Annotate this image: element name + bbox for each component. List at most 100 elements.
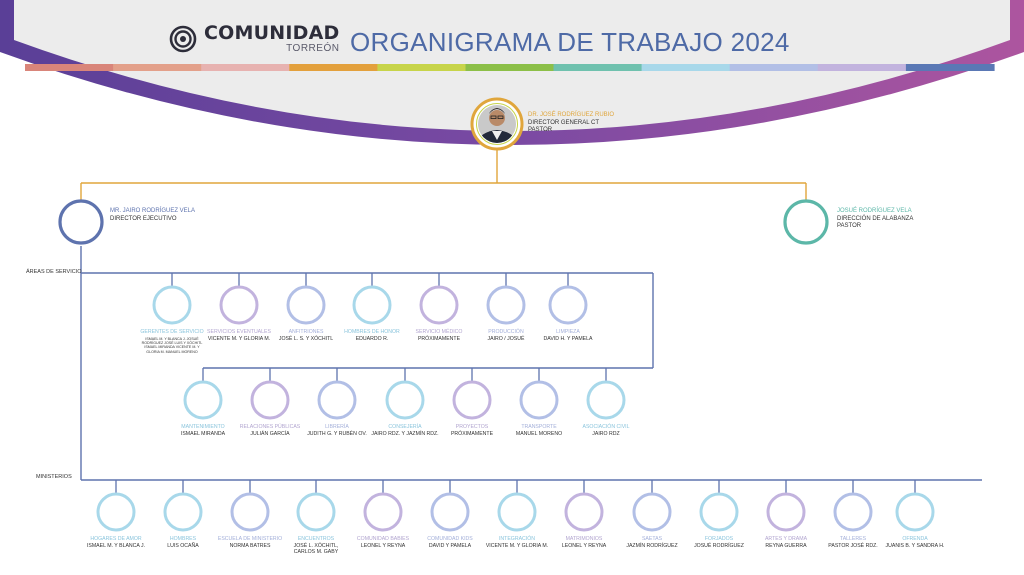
director-portrait-icon — [470, 97, 524, 151]
ministry-title: INTEGRACIÓN — [498, 536, 536, 542]
ministry-title: MATRIMONIOS — [565, 536, 603, 542]
logo-wordmark: COMUNIDAD TORREÓN — [204, 24, 339, 54]
service-area-title: GERENTES DE SERVICIO — [140, 329, 204, 335]
executive-info: MR. JAIRO RODRÍGUEZ VELA DIRECTOR EJECUT… — [110, 208, 195, 223]
tree-connectors — [80, 246, 982, 481]
ministry-ring — [497, 492, 537, 532]
service-area-ring — [452, 380, 492, 420]
director-role: DIRECTOR GENERAL CT — [528, 119, 600, 126]
top-connectors — [80, 148, 807, 200]
service-area-people: DAVID H. Y PAMELA — [543, 335, 593, 342]
service-area-title: PRODUCCIÓN — [488, 329, 524, 335]
ministry-people: JAZMÍN RODRÍGUEZ — [626, 542, 678, 549]
service-area-ring — [352, 285, 392, 325]
worship-role: DIRECCIÓN DE ALABANZA — [837, 215, 914, 222]
ministry-ring — [632, 492, 672, 532]
service-area-ring — [519, 380, 559, 420]
worship-name: JOSUÉ RODRÍGUEZ VELA — [837, 208, 912, 214]
service-area-ring — [486, 285, 526, 325]
ministry-ring — [363, 492, 403, 532]
ministry-ring — [430, 492, 470, 532]
director-name: DR. JOSÉ RODRÍGUEZ RUBIO — [528, 112, 615, 118]
service-area-ring — [548, 285, 588, 325]
ministry-ring — [96, 492, 136, 532]
service-area-title: SERVICIO MÉDICO — [415, 329, 463, 335]
executive-role: DIRECTOR EJECUTIVO — [110, 215, 177, 222]
color-stripe — [25, 64, 995, 71]
ministry-title: FORJADOS — [704, 536, 734, 542]
service-area-title: ASOCIACIÓN CIVIL — [582, 424, 630, 430]
ministry-ring — [230, 492, 270, 532]
service-area-title: LIBRERÍA — [325, 424, 349, 430]
service-area-people: JOSÉ L. S. Y XÓCHITL — [278, 335, 334, 342]
service-area-people: PRÓXIMAMENTE — [450, 430, 494, 437]
section-label-ministries: MINISTERIOS — [36, 474, 72, 480]
logo-main-text: COMUNIDAD — [204, 22, 340, 44]
color-stripe-segment — [817, 64, 907, 71]
service-area-ring — [286, 285, 326, 325]
ministry-ring — [766, 492, 806, 532]
service-area-ring — [317, 380, 357, 420]
node-rings — [96, 285, 935, 532]
service-area-people: EDUARDO R. — [355, 335, 389, 342]
color-stripe-segment — [201, 64, 290, 71]
section-label-service-areas: ÁREAS DE SERVICIO — [26, 269, 82, 275]
color-stripe-segment — [289, 64, 378, 71]
node-drop-lines — [115, 273, 916, 493]
ministry-people: DAVID Y PAMELA — [428, 542, 472, 549]
ministry-people: JOSUÉ RODRÍGUEZ — [694, 542, 744, 549]
color-stripe-segment — [465, 64, 555, 71]
ministry-people: LUIS OCAÑA — [167, 542, 199, 549]
ministry-title: ARTES Y DRAMA — [764, 536, 808, 542]
worship-info: JOSUÉ RODRÍGUEZ VELA DIRECCIÓN DE ALABAN… — [837, 208, 913, 231]
ministry-people: JUANIS B. Y SANDRA H. — [885, 542, 945, 549]
ministry-people: JOSÉ L. XÓCHITL, CARLOS M. GABY — [293, 542, 339, 556]
color-stripe-segment — [905, 64, 995, 71]
director-info: DR. JOSÉ RODRÍGUEZ RUBIO DIRECTOR GENERA… — [528, 112, 614, 135]
ministry-ring — [296, 492, 336, 532]
ministry-ring — [895, 492, 935, 532]
ministry-people: REYNA GUERRA — [765, 542, 807, 549]
ministry-title: HOGARES DE AMOR — [90, 536, 142, 542]
color-stripe-segment — [377, 64, 467, 71]
logo[interactable]: COMUNIDAD TORREÓN — [170, 24, 339, 54]
service-area-people: VICENTE M. Y GLORIA M. — [207, 335, 271, 342]
color-stripe-segment — [553, 64, 643, 71]
service-area-ring — [586, 380, 626, 420]
service-area-ring — [152, 285, 192, 325]
ministry-people: ISMAEL M. Y BLANCA J. — [86, 542, 146, 549]
color-stripe-segment — [113, 64, 202, 71]
service-area-people: JAIRO RDZ. Y JAZMÍN RDZ. — [371, 430, 439, 437]
service-area-title: MANTENIMIENTO — [181, 424, 225, 430]
service-area-ring — [219, 285, 259, 325]
ministry-title: TALLERES — [839, 536, 867, 542]
ministry-people: PASTOR JOSÉ RDZ. — [828, 542, 878, 549]
color-stripe-segment — [25, 64, 114, 71]
executive-ring — [58, 199, 104, 245]
service-area-title: SERVICIOS EVENTUALES — [207, 329, 271, 335]
worship-ring — [783, 199, 829, 245]
